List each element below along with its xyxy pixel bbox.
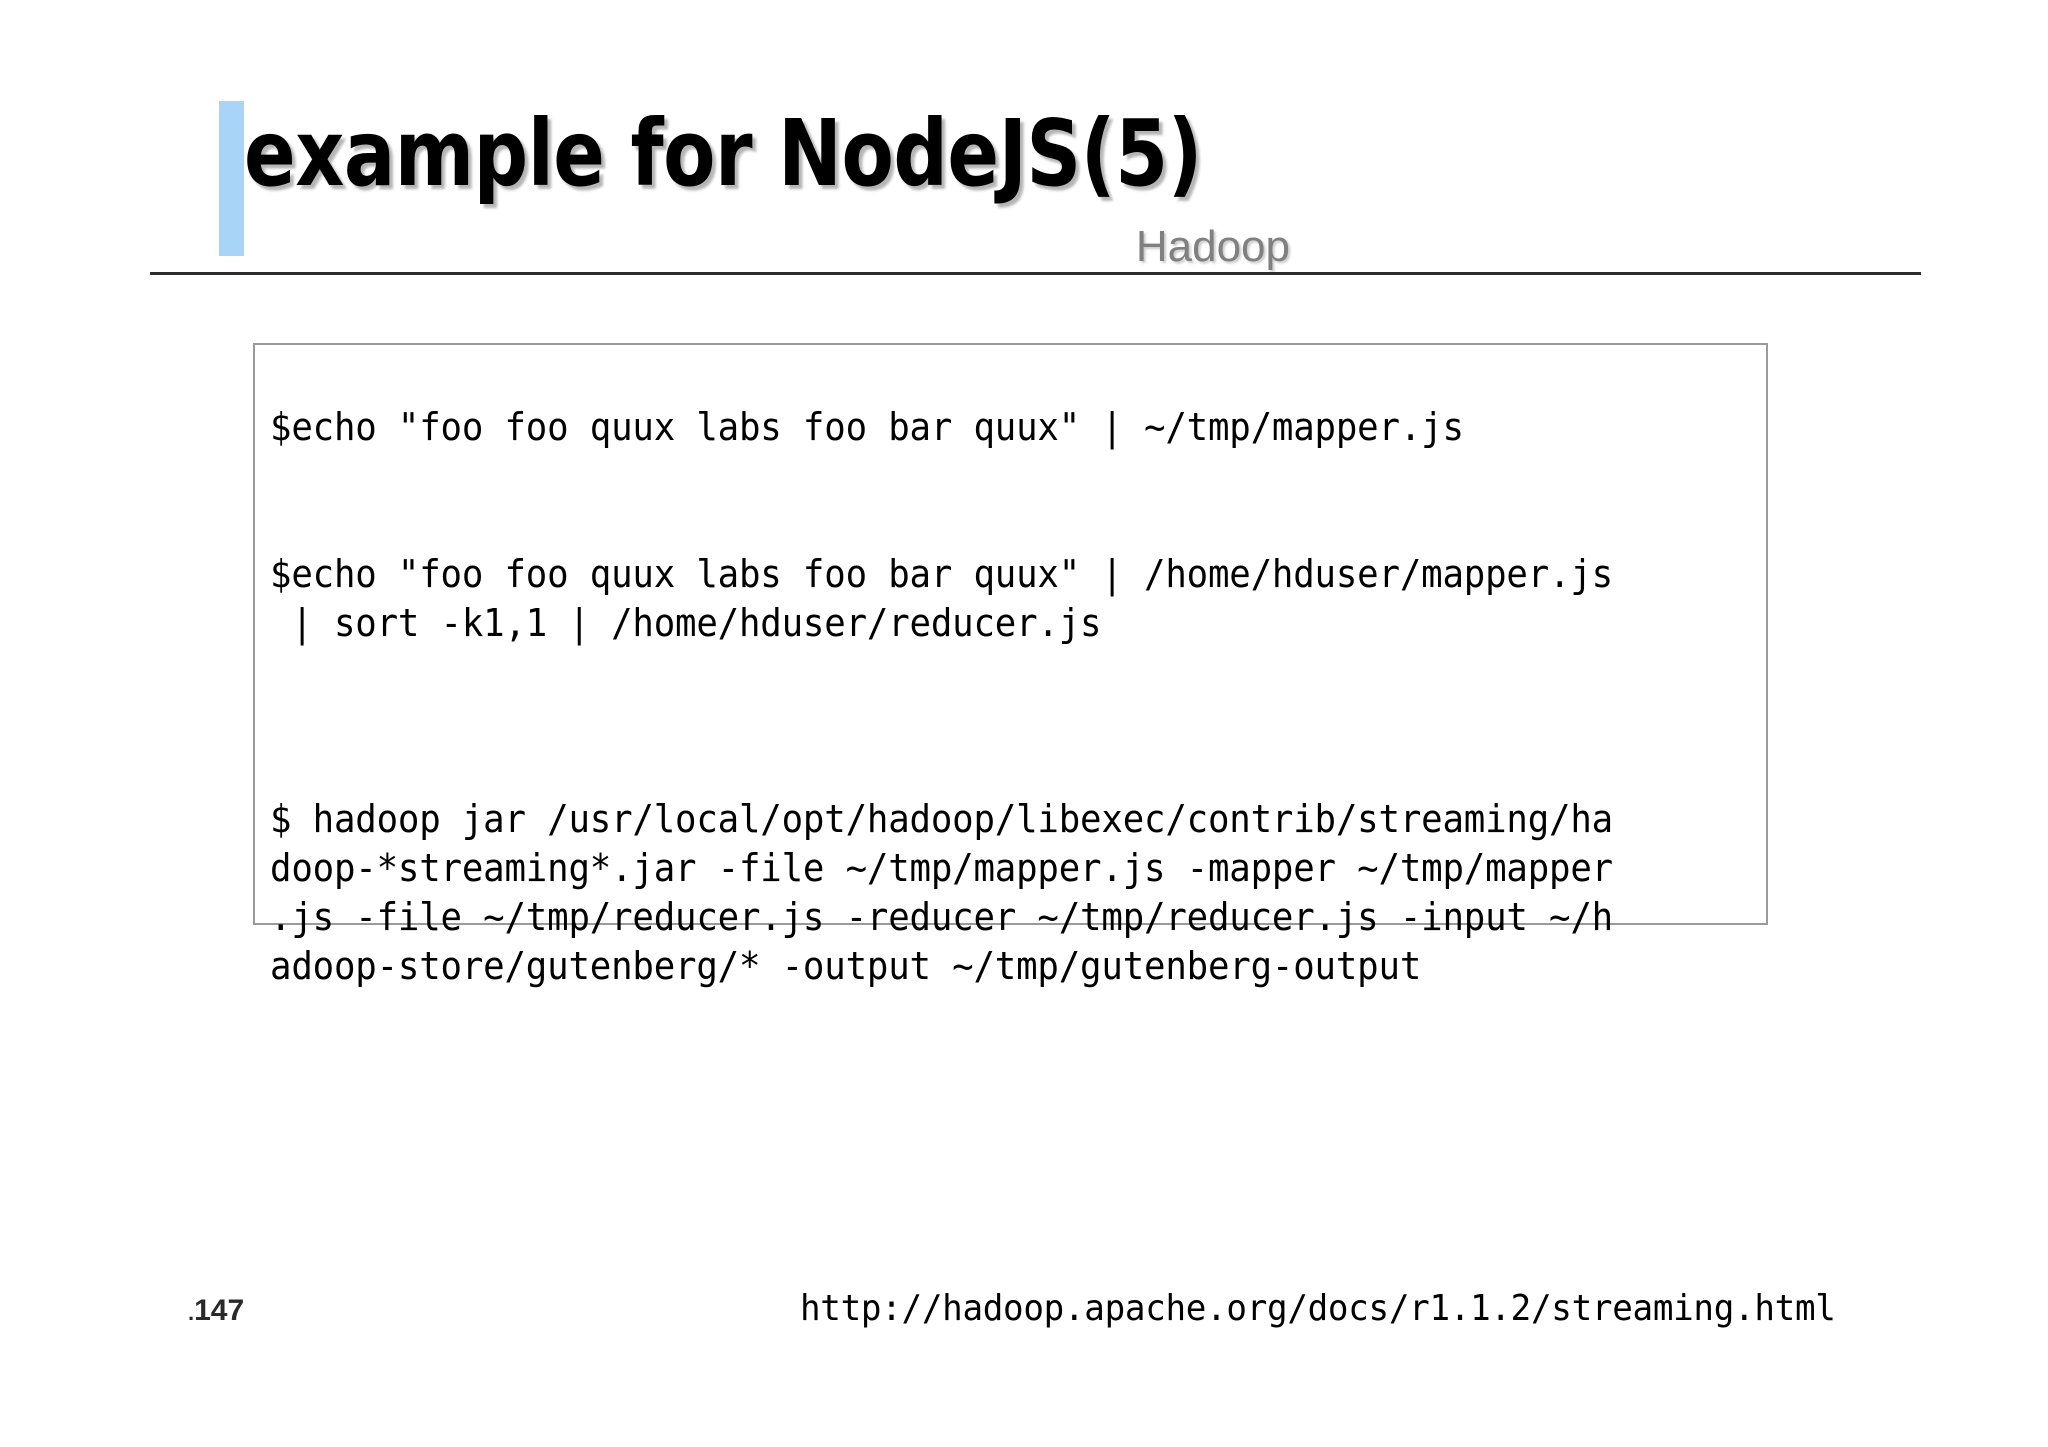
header-divider [150,272,1921,275]
page-number-prefix-dot: . [188,1300,195,1325]
page-title: example for NodeJS(5) [244,100,1203,207]
page-number: .147 [188,1294,244,1328]
title-accent-bar [219,101,244,256]
page-number-value: 147 [194,1294,245,1327]
footer-reference-url: http://hadoop.apache.org/docs/r1.1.2/str… [800,1288,1836,1329]
section-label: Hadoop [1135,222,1290,271]
slide-header: example for NodeJS(5) Hadoop [0,0,2048,285]
code-block-text: $echo "foo foo quux labs foo bar quux" |… [270,405,1613,988]
code-block: $echo "foo foo quux labs foo bar quux" |… [253,343,1768,988]
